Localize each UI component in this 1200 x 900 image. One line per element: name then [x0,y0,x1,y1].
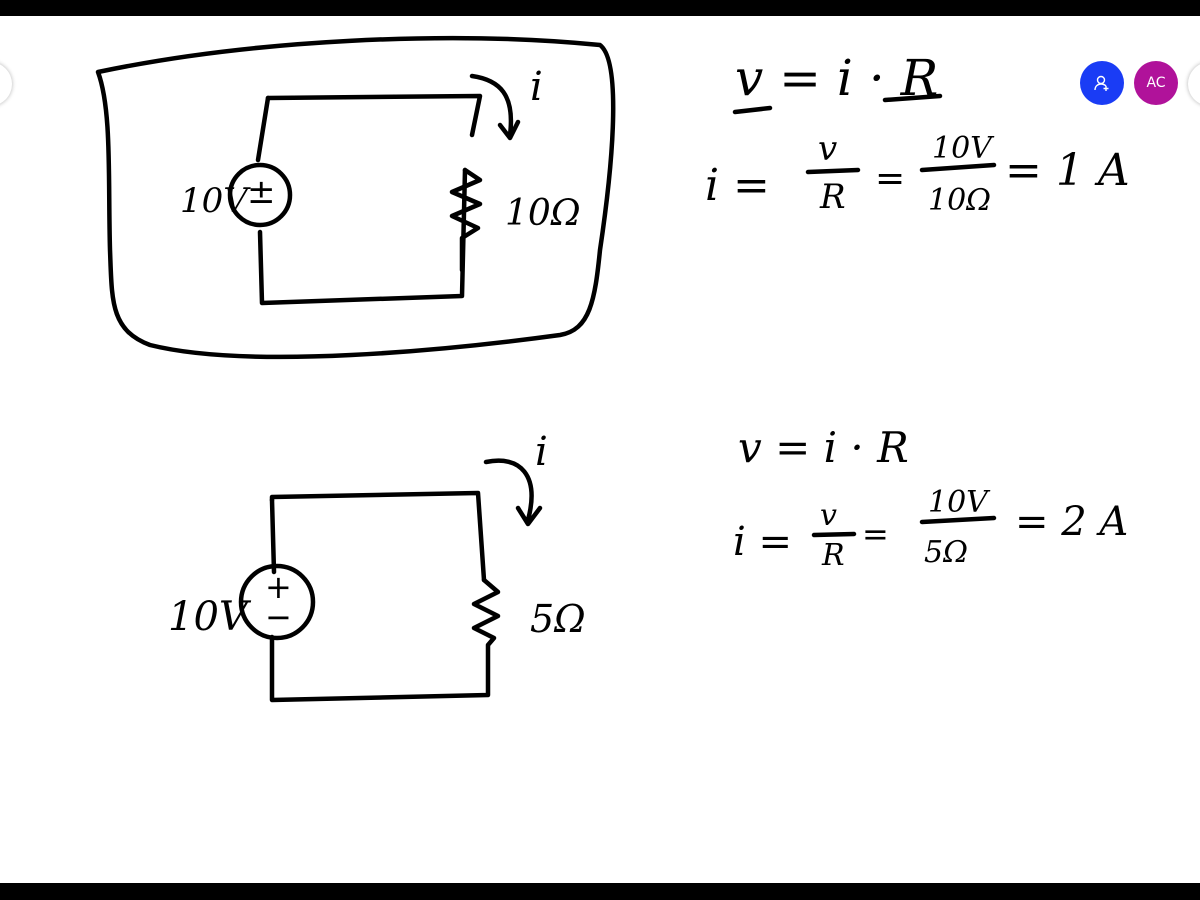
frac-num: 10V [932,131,995,166]
top-letterbox [0,0,1200,16]
circuit-2: + − 10V 5Ω i [168,429,586,703]
source-plus: + [265,568,292,606]
frac-num: 10V [928,485,991,520]
voltage-source-2 [238,563,316,641]
frac-den: R [819,177,846,217]
person-add-icon [1094,75,1109,91]
selection-lasso[interactable] [95,35,616,360]
source-label: 10V [180,181,251,221]
lhs: i = [705,160,770,211]
source-sign: ± [247,172,276,212]
invite-button[interactable] [1080,61,1124,105]
ohm-law: v = i · R [738,423,909,472]
user-avatar[interactable]: AC [1134,61,1178,105]
source-minus: − [265,598,292,636]
equals: = [862,515,889,553]
frac-num: v [818,129,837,169]
frac-den: 5Ω [924,535,968,570]
resistor-label: 5Ω [530,597,586,641]
frac-num: v [820,498,837,533]
current-label: i [530,64,543,110]
equals: = [875,158,905,199]
current-arrow-2 [483,458,543,527]
lhs: i = [733,519,792,565]
current-label: i [535,429,548,475]
circuit-1: ± 10V 10Ω i [180,64,581,306]
bottom-letterbox [0,883,1200,900]
voltage-source-1 [227,162,293,228]
whiteboard-canvas[interactable]: ± 10V 10Ω i v = i · R i = v R = 10V 10Ω … [0,16,1200,883]
result: = 2 A [1015,499,1128,545]
frac-den: 10Ω [928,183,991,218]
frac-den: R [821,538,845,573]
equations-2: v = i · R i = v R = 10V 5Ω = 2 A [733,423,1128,573]
result: = 1 A [1005,145,1130,196]
avatar-initials: AC [1146,75,1166,91]
source-label: 10V [168,594,252,640]
current-arrow-1 [469,73,521,141]
resistor-label: 10Ω [505,193,581,234]
right-edge-button[interactable] [1188,62,1200,106]
left-edge-button[interactable] [0,62,12,106]
equations-1: v = i · R i = v R = 10V 10Ω = 1 A [705,49,1130,218]
